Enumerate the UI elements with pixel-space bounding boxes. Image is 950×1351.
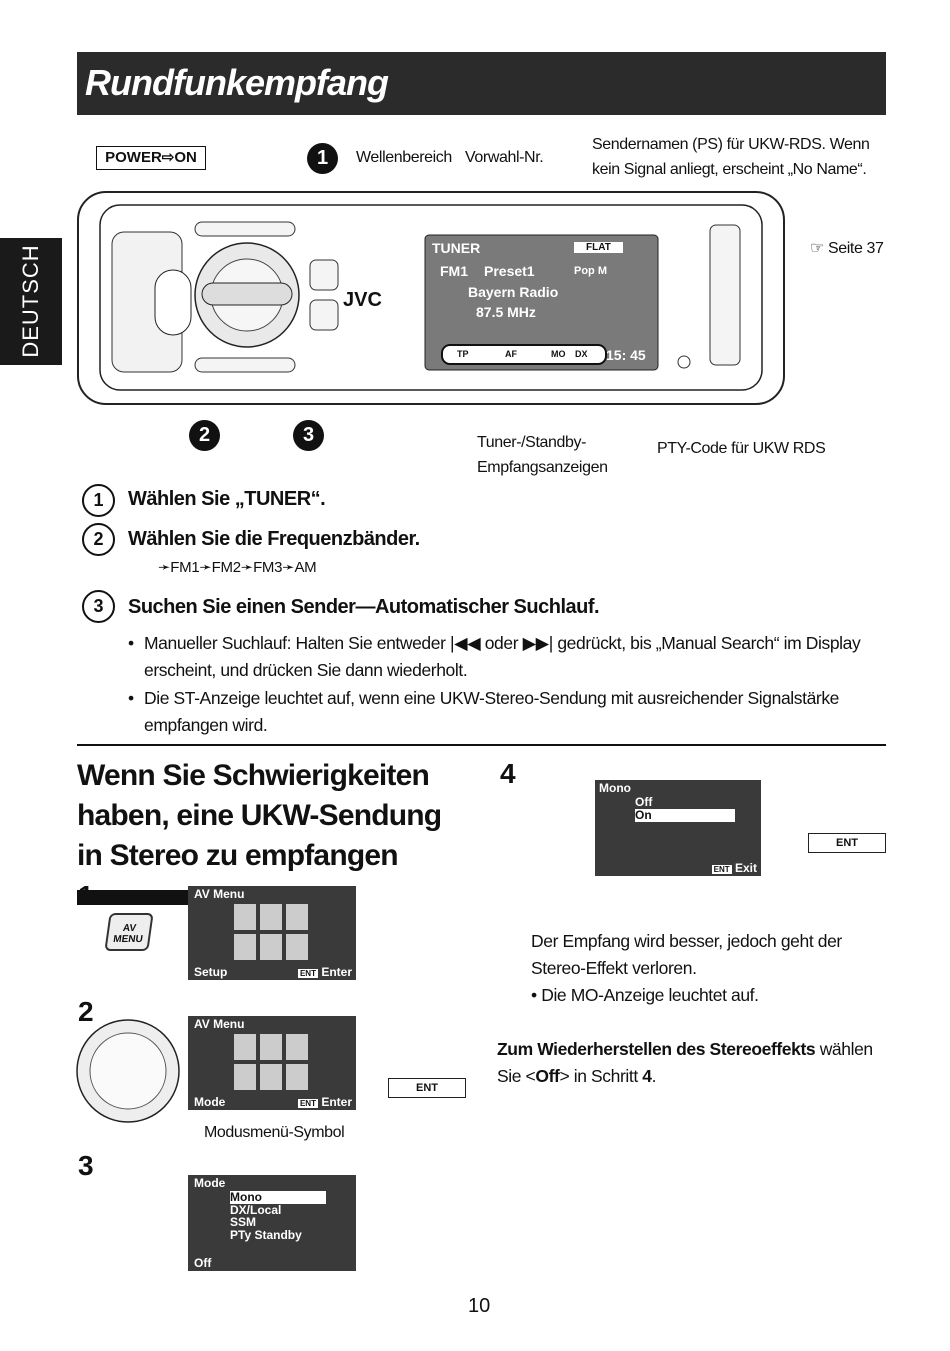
sub-step-1: 1 — [78, 880, 94, 911]
mode-menu-screen: Mode Mono DX/Local SSM PTy Standby Off — [188, 1175, 356, 1271]
callout-pty-label: PTY-Code für UKW RDS — [657, 440, 826, 457]
display-pty: Pop M — [574, 265, 607, 277]
indicator-bar: TP AF MO DX — [441, 344, 607, 365]
arrow-right-icon: ⇨ — [161, 149, 175, 166]
page-number: 10 — [468, 1295, 491, 1317]
step-2-text: Wählen Sie die Frequenzbänder. — [128, 528, 420, 550]
display-preset: Preset1 — [484, 263, 535, 279]
step-1-text: Wählen Sie „TUNER“. — [128, 488, 326, 510]
sub-step-3: 3 — [78, 1150, 94, 1181]
display-time: 15: 45 — [606, 347, 646, 363]
indicator-dx: DX — [575, 349, 588, 359]
av-menu-screen-mode: AV Menu Mode ENT Enter — [188, 1016, 356, 1110]
title-bar: Rundfunkempfang — [77, 52, 886, 115]
ent-button-step4[interactable]: ENT — [808, 833, 886, 853]
av-menu-screen-setup: AV Menu Setup ENT Enter — [188, 886, 356, 980]
page-title: Rundfunkempfang — [85, 62, 389, 103]
display-station: Bayern Radio — [468, 284, 559, 300]
indicator-tp: TP — [457, 349, 469, 359]
display-mode: TUNER — [432, 240, 481, 256]
ent-button[interactable]: ENT — [388, 1078, 466, 1098]
callout-number-2: 2 — [189, 420, 220, 451]
step-number-3: 3 — [82, 590, 115, 623]
callout-number-3: 3 — [293, 420, 324, 451]
pointing-hand-icon: ☞ — [810, 240, 824, 257]
mode-menu-caption: Modusmenü-Symbol — [204, 1124, 345, 1141]
sub-step-4: 4 — [500, 758, 516, 789]
callout-see-page: ☞ Seite 37 — [810, 240, 884, 257]
control-dial[interactable] — [75, 1018, 181, 1124]
bullet-manual-search: • Manueller Suchlauf: Halten Sie entwede… — [128, 633, 861, 680]
band-sequence: ➛FM1➛FM2➛FM3➛AM — [158, 559, 317, 576]
callout-band-label: Wellenbereich — [356, 149, 452, 166]
callout-number-1: 1 — [307, 143, 338, 174]
display-band: FM1 — [440, 263, 468, 279]
step-number-2: 2 — [82, 523, 115, 556]
display-frequency: 87.5 MHz — [476, 304, 536, 320]
jvc-logo: JVC — [343, 289, 382, 311]
indicator-af: AF — [505, 349, 517, 359]
callout-preset-label: Vorwahl-Nr. — [465, 149, 544, 166]
callout-indicators-label: Tuner-/Standby-Empfangsanzeigen — [477, 434, 608, 476]
bullet-st-indicator: • Die ST-Anzeige leuchtet auf, wenn eine… — [128, 688, 840, 735]
av-menu-button[interactable]: AV MENU — [104, 913, 154, 951]
step-3-text: Suchen Sie einen Sender—Automatischer Su… — [128, 596, 600, 618]
display-flat: FLAT — [574, 242, 623, 253]
power-on-label: POWER⇨ON — [96, 146, 206, 170]
callout-station-name-label: Sendernamen (PS) für UKW-RDS. Wenn kein … — [592, 136, 870, 178]
sub-step-2: 2 — [78, 996, 94, 1027]
step-number-1: 1 — [82, 484, 115, 517]
section-divider — [77, 744, 886, 746]
language-tab: DEUTSCH — [0, 238, 62, 365]
section-heading: Wenn Sie Schwierigkeiten haben, eine UKW… — [77, 756, 472, 916]
radio-display: TUNER FLAT FM1 Preset1 Pop M Bayern Radi… — [426, 238, 654, 368]
language-label: DEUTSCH — [18, 244, 43, 358]
result-text: Der Empfang wird besser, jedoch geht der… — [531, 931, 842, 978]
indicator-mo: MO — [551, 349, 566, 359]
restore-instruction: Zum Wiederherstellen des Stereoeffekts w… — [497, 1039, 873, 1086]
result-bullet: • Die MO-Anzeige leuchtet auf. — [531, 985, 759, 1005]
mono-setting-screen: Mono Off On ENT Exit — [595, 780, 761, 876]
